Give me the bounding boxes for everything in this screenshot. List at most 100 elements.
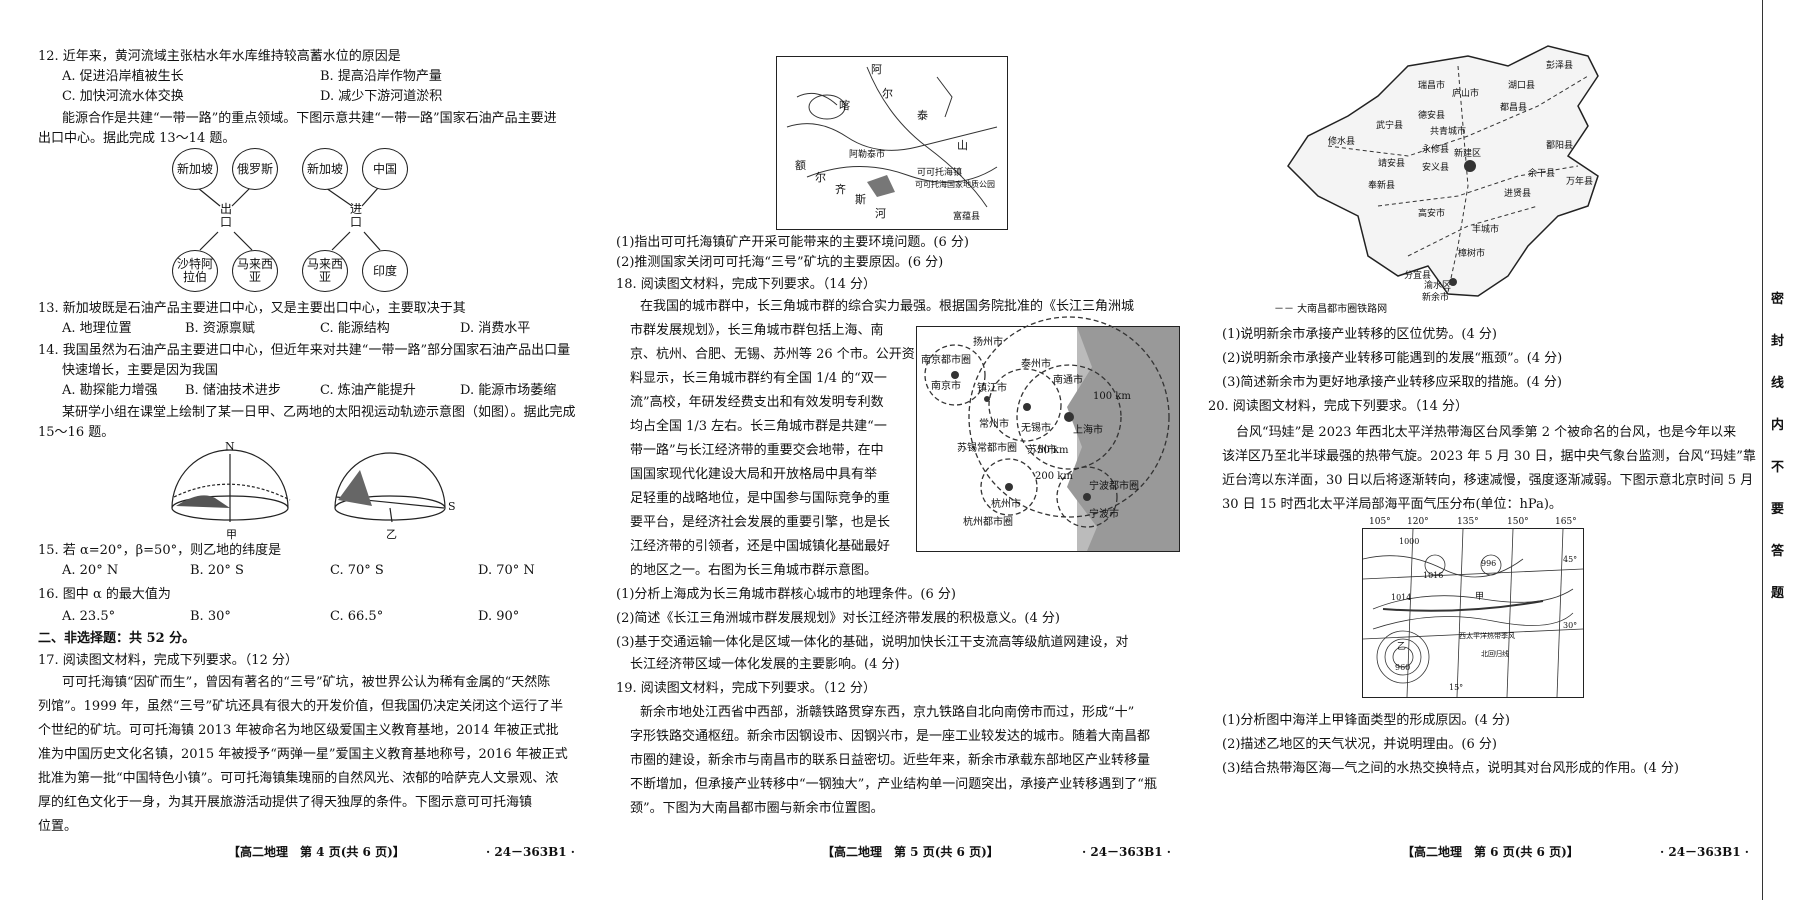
- map19-label-23: 新余市: [1422, 293, 1450, 303]
- q16-option-a: A. 23.5°: [62, 609, 116, 624]
- map20-label-3: 150°: [1507, 517, 1529, 527]
- map18-label-11: 苏锡常都市圈: [957, 443, 1017, 454]
- node-russia: 俄罗斯: [232, 148, 278, 190]
- q18-line8: 国国家现代化建设大局和开放格局中具有举: [630, 467, 878, 482]
- map20-label-9: 45°: [1563, 555, 1578, 564]
- q20-stem: 20. 阅读图文材料，完成下列要求。（14 分）: [1208, 399, 1468, 414]
- page-4-code: · 24－363B1 ·: [486, 845, 575, 859]
- seal-char-7: 题: [1771, 586, 1785, 601]
- q16-option-b: B. 30°: [190, 609, 231, 624]
- map19-label-21: 分宜县: [1404, 271, 1432, 281]
- map17-label-8: 河: [875, 207, 886, 220]
- q18-line2: 市群发展规划》，长三角城市群包括上海、南: [630, 323, 884, 338]
- q20-part2: (2)描述乙地区的天气状况，并说明理由。(6 分): [1222, 737, 1497, 752]
- intro-13-line1: 能源合作是共建“一带一路”的重点领域。下图示意共建“一带一路”国家石油产品主要进: [62, 111, 557, 126]
- map20-label-11: 960: [1395, 663, 1411, 672]
- q14-stem-1: 14. 我国虽然为石油产品主要进口中心，但近年来对共建“一带一路”部分国家石油产…: [38, 343, 571, 358]
- map20-label-2: 135°: [1457, 517, 1479, 527]
- map17-label-10: 可可托海国家地质公园: [915, 180, 995, 189]
- map18-label-4: 镇江市: [977, 383, 1007, 394]
- q15-stem: 15. 若 α=20°，β=50°，则乙地的纬度是: [38, 543, 282, 558]
- q17-line5: 批准为第一批“中国特色小镇”。可可托海镇集瑰丽的自然风光、浓郁的哈萨克人文景观、…: [38, 771, 559, 786]
- q17-part1: (1)指出可可托海镇矿产开采可能带来的主要环境问题。(6 分): [616, 235, 969, 250]
- map18-label-10: 100 km: [1093, 391, 1131, 402]
- sun-jia-label: 甲: [226, 528, 237, 541]
- export-label: 出口: [219, 202, 232, 229]
- q15-option-d: D. 70° N: [478, 563, 535, 578]
- intro-15-line1: 某研学小组在课堂上绘制了某一日甲、乙两地的太阳视运动轨迹示意图（如图）。据此完成: [62, 405, 576, 420]
- map18-label-9: 上海市: [1073, 425, 1103, 436]
- import-label: 进口: [349, 202, 362, 229]
- sun-path-drawing: [171, 449, 446, 523]
- q13-option-c: C. 能源结构: [320, 321, 390, 336]
- map18-label-6: 常州市: [979, 419, 1009, 430]
- q13-option-a: A. 地理位置: [62, 321, 132, 336]
- map20-label-8: 996: [1481, 559, 1497, 568]
- q12-stem: 12. 近年来，黄河流域主张枯水年水库维持较高蓄水位的原因是: [38, 49, 401, 64]
- map19-label-8: 庐山市: [1452, 89, 1480, 99]
- q16-option-d: D. 90°: [478, 609, 520, 624]
- map17-label-2: 泰: [917, 109, 928, 122]
- map19-label-15: 进贤县: [1504, 189, 1532, 199]
- page-4: 12. 近年来，黄河流域主张枯水年水库维持较高蓄水位的原因是 A. 促进沿岸植被…: [0, 0, 590, 900]
- q18-stem: 18. 阅读图文材料，完成下列要求。（14 分）: [616, 277, 876, 292]
- q17-line1: 可可托海镇“因矿而生”，曾因有著名的“三号”矿坑，被世界公认为稀有金属的“天然陈: [62, 675, 551, 690]
- page-4-footer: 【高二地理 第 4 页(共 6 页)】: [228, 845, 405, 859]
- seal-char-0: 密: [1771, 292, 1785, 307]
- q13-option-d: D. 消费水平: [460, 321, 531, 336]
- map19-label-3: 都昌县: [1500, 103, 1528, 113]
- map19-label-2: 湖口县: [1508, 81, 1536, 91]
- q20-line2: 该洋区乃至北半球最强的热带气旋。2023 年 5 月 30 日，据中央气象台监测…: [1222, 449, 1756, 464]
- intro-13-line2: 出口中心。据此完成 13～14 题。: [38, 131, 236, 146]
- part-2-heading: 二、非选择题：共 52 分。: [38, 631, 196, 646]
- q17-line2: 列馆”。1999 年，虽然“三号”矿坑还具有很大的开发价值，但我国仍决定关闭这个…: [38, 699, 564, 714]
- map18-label-2: 南京都市圈: [921, 355, 971, 366]
- seal-char-1: 封: [1771, 334, 1785, 349]
- q18-line6: 均占全国 1/3 左右。长三角城市群是共建“一: [630, 419, 887, 434]
- map17-label-9: 可可托海镇: [917, 168, 963, 178]
- seal-char-6: 答: [1771, 544, 1785, 559]
- q12-option-c: C. 加快河流水体交换: [62, 89, 184, 104]
- q18-line10: 要平台，是经济社会发展的重要引擎，也是长: [630, 515, 891, 530]
- q14-stem-2: 快速增长，主要是因为我国: [62, 363, 219, 378]
- map17-label-3: 山: [957, 139, 968, 152]
- map20-label-4: 165°: [1555, 517, 1577, 527]
- yangtze-delta-map: 扬州市 泰州市 南京都市圈 南京市 镇江市 南通市 常州市 无锡市 苏州市 上海…: [916, 316, 1180, 552]
- q18-line7: 带一路”与长江经济带的重要交会地带，在中: [630, 443, 884, 458]
- map18-label-5: 南通市: [1053, 375, 1083, 386]
- intro-15-line2: 15～16 题。: [38, 425, 115, 440]
- q13-stem: 13. 新加坡既是石油产品主要进口中心，又是主要出口中心，主要取决于其: [38, 301, 466, 316]
- map20-label-6: 1016: [1423, 571, 1444, 580]
- map18-label-7: 无锡市: [1021, 423, 1051, 434]
- map20-label-16: 北回归线: [1481, 650, 1509, 658]
- node-saudi: 沙特阿拉伯: [172, 250, 218, 292]
- q17-part2: (2)推测国家关闭可可托海“三号”矿坑的主要原因。(6 分): [616, 255, 944, 270]
- q14-option-d: D. 能源市场萎缩: [460, 383, 557, 398]
- q18-part2: (2)简述《长江三角洲城市群发展规划》对长江经济带发展的积极意义。(4 分): [616, 611, 1060, 626]
- map18-label-1: 泰州市: [1021, 359, 1051, 370]
- map19-label-12: 安义县: [1422, 163, 1450, 173]
- keketuohai-map-drawing: [786, 66, 998, 208]
- map19-label-22: 渝水区: [1424, 281, 1452, 291]
- q19-line4: 不断增加，但承接产业转移中“一钢独大”，产业结构单一问题突出，承接产业转移遇到了…: [630, 777, 1157, 792]
- q19-part1: (1)说明新余市承接产业转移的区位优势。(4 分): [1222, 327, 1497, 342]
- map17-label-7: 斯: [855, 193, 866, 206]
- map19-label-5: 德安县: [1418, 111, 1446, 121]
- pressure-map: 105° 120° 135° 150° 165° 1000 1016 1014 …: [1362, 517, 1584, 698]
- map18-label-13: 50 km: [1037, 445, 1069, 456]
- pressure-map-drawing: [1362, 528, 1584, 698]
- q14-option-b: B. 储油技术进步: [185, 383, 281, 398]
- page-5: 阿 尔 泰 山 额 尔 齐 斯 河 可可托海镇 可可托海国家地质公园 富蕴县 阿…: [616, 0, 1180, 900]
- map18-label-15: 杭州市: [991, 499, 1021, 510]
- map18-label-3: 南京市: [931, 381, 961, 392]
- diagram-arrows: [197, 187, 381, 251]
- q18-part3-line2: 长江经济带区域一体化发展的主要影响。(4 分): [630, 657, 900, 672]
- q18-line1: 在我国的城市群中，长三角城市群的综合实力最强。根据国务院批准的《长江三角洲城: [640, 299, 1135, 314]
- q17-line3: 个世纪的矿坑。可可托海镇 2013 年被命名为地区级爱国主义教育基地，2014 …: [38, 723, 559, 738]
- q18-part1: (1)分析上海成为长三角城市群核心城市的地理条件。(6 分): [616, 587, 956, 602]
- node-singapore-export: 新加坡: [172, 148, 218, 190]
- map17-label-12: 阿勒泰市: [849, 150, 886, 160]
- q20-part1: (1)分析图中海洋上甲锋面类型的形成原因。(4 分): [1222, 713, 1510, 728]
- q18-line12: 的地区之一。右图为长三角城市群示意图。: [630, 563, 878, 578]
- map19-legend: －－ 大南昌都市圈铁路网: [1274, 304, 1388, 315]
